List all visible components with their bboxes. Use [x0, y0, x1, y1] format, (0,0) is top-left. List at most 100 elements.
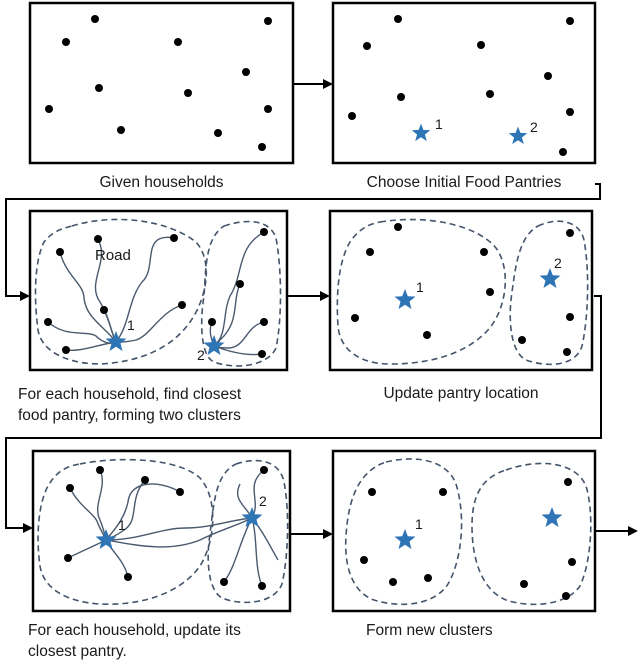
household-dot [348, 112, 356, 120]
road [213, 231, 265, 347]
pantry-star-2 [241, 507, 263, 527]
panel-3-frame [28, 209, 289, 372]
household-dot [62, 346, 70, 354]
pantry-label-2: 2 [259, 493, 267, 509]
household-dot [220, 578, 228, 586]
pantry-label-2: 2 [554, 255, 562, 271]
pantry-star-1 [394, 529, 416, 549]
household-dot [258, 350, 266, 358]
household-dot [91, 15, 99, 23]
caption-find-closest-line2: food pantry, forming two clusters [18, 407, 241, 424]
household-dot [397, 93, 405, 101]
cluster-boundary-1 [344, 458, 463, 606]
pantry-star-1 [105, 331, 127, 351]
household-dot [44, 318, 52, 326]
pantry-label-2: 2 [530, 119, 538, 135]
panel-2-frame [331, 1, 597, 165]
household-dot [117, 126, 125, 134]
household-dot [394, 223, 402, 231]
panel-3-households [44, 228, 268, 358]
pantry-star-2 [541, 507, 563, 527]
household-dot [486, 90, 494, 98]
road [251, 517, 263, 587]
household-dot [258, 143, 266, 151]
road [65, 341, 117, 352]
panel-4-households [351, 223, 574, 356]
pantry-label-1: 1 [416, 279, 424, 295]
pantry-label-1: 1 [415, 516, 423, 532]
household-dot [351, 314, 359, 322]
road [213, 283, 241, 347]
pantry-label-2: 2 [197, 347, 205, 363]
household-dot [366, 248, 374, 256]
panel-5-households [64, 466, 268, 590]
household-dot [208, 318, 216, 326]
household-dot [176, 488, 184, 496]
household-dot [178, 301, 186, 309]
road [97, 469, 107, 541]
panel-1-households [45, 15, 272, 151]
caption-choose-initial-pantries: Choose Initial Food Pantries [366, 174, 562, 191]
panel-6-frame [331, 449, 597, 613]
caption-given-households: Given households [99, 174, 224, 191]
road [105, 483, 181, 541]
panel-5-roads [67, 469, 279, 587]
household-dot [424, 574, 432, 582]
caption-update-closest-line1: For each household, update its [28, 622, 241, 639]
household-dot [439, 488, 447, 496]
panel-1-frame [28, 1, 295, 165]
household-dot [559, 148, 567, 156]
household-dot [260, 318, 268, 326]
pantry-star-1 [394, 289, 416, 309]
household-dot [64, 554, 72, 562]
household-dot [95, 84, 103, 92]
household-dot [566, 17, 574, 25]
cluster-boundary-1 [336, 218, 507, 365]
household-dot [566, 229, 574, 237]
household-dot [566, 313, 574, 321]
panel-4-frame [328, 209, 594, 372]
panel-3-roads [47, 231, 265, 356]
road [105, 517, 253, 541]
panel-2-households [348, 15, 574, 156]
household-dot [62, 38, 70, 46]
household-dot [94, 235, 102, 243]
household-dot [480, 248, 488, 256]
household-dot [568, 558, 576, 566]
household-dot [544, 72, 552, 80]
cluster-boundary-1 [37, 458, 214, 605]
cluster-boundary-2 [471, 462, 592, 606]
household-dot [394, 15, 402, 23]
household-dot [389, 578, 397, 586]
arrow-4-to-5 [5, 295, 602, 533]
household-dot [124, 573, 132, 581]
road-label: Road [95, 247, 131, 264]
household-dot [566, 108, 574, 116]
household-dot [66, 484, 74, 492]
pantry-star-2 [203, 335, 225, 355]
household-dot [242, 68, 250, 76]
household-dot [563, 348, 571, 356]
road [105, 517, 253, 548]
household-dot [260, 466, 268, 474]
household-dot [236, 280, 244, 288]
household-dot [520, 580, 528, 588]
pantry-star-1 [95, 529, 117, 549]
household-dot [477, 41, 485, 49]
household-dot [170, 234, 178, 242]
household-dot [260, 228, 268, 236]
road [67, 539, 107, 559]
household-dot [100, 306, 108, 314]
cluster-boundary-2 [200, 220, 282, 367]
household-dot [214, 129, 222, 137]
pantry-label-1: 1 [435, 116, 443, 132]
household-dot [564, 478, 572, 486]
pantry-label-1: 1 [118, 517, 126, 533]
panel-6-households [360, 478, 576, 600]
household-dot [56, 248, 64, 256]
panel-5-frame [31, 449, 292, 613]
caption-form-new-clusters: Form new clusters [366, 622, 493, 639]
pantry-label-1: 1 [127, 317, 135, 333]
caption-find-closest-line1: For each household, find closest [18, 386, 242, 403]
cluster-boundary-1 [34, 218, 208, 365]
